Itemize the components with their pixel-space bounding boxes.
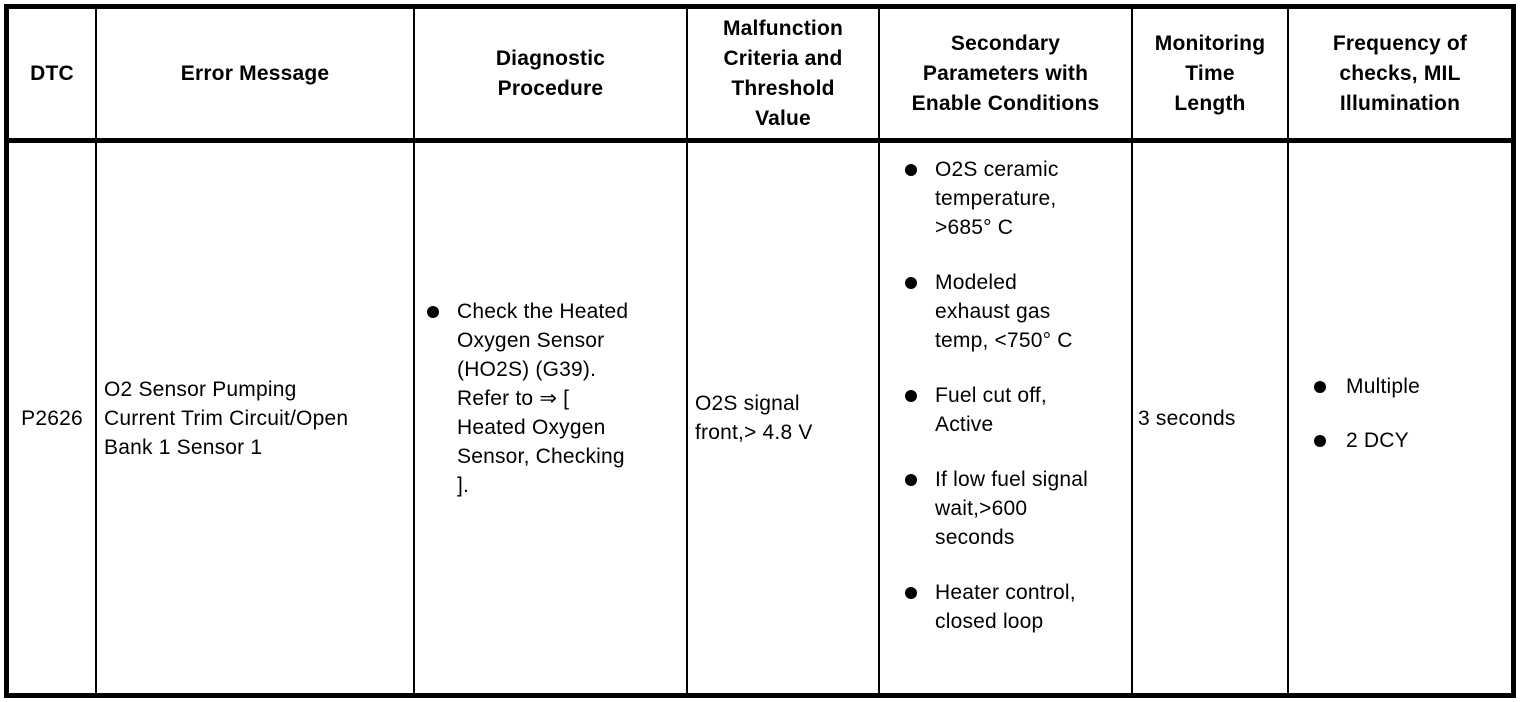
secondary-parameter-text: Modeled exhaust gas temp, <750° C — [935, 271, 1073, 352]
frequency-text: Multiple — [1346, 374, 1420, 398]
cell-frequency: Multiple 2 DCY — [1289, 143, 1511, 693]
header-label-diagnostic-procedure: Diagnostic Procedure — [495, 46, 606, 100]
list-item: Fuel cut off, Active — [905, 381, 1127, 439]
header-cell-monitoring-time: Monitoring Time Length — [1133, 9, 1289, 143]
bullet-icon — [905, 277, 917, 289]
error-message-text: O2 Sensor Pumping Current Trim Circuit/O… — [104, 377, 349, 459]
cell-secondary-parameters: O2S ceramic temperature, >685° C Modeled… — [880, 143, 1133, 693]
header-label-error-message: Error Message — [180, 61, 330, 85]
header-cell-diagnostic-procedure: Diagnostic Procedure — [415, 9, 688, 143]
frequency-text: 2 DCY — [1346, 428, 1409, 452]
cell-malfunction-criteria: O2S signal front,> 4.8 V — [688, 143, 880, 693]
diagnostic-procedure-text: Check the Heated Oxygen Sensor (HO2S) (G… — [457, 299, 629, 497]
header-cell-secondary-parameters: Secondary Parameters with Enable Conditi… — [880, 9, 1133, 143]
monitoring-time-text: 3 seconds — [1138, 406, 1236, 430]
dtc-code: P2626 — [21, 406, 83, 430]
secondary-parameter-text: O2S ceramic temperature, >685° C — [935, 158, 1059, 239]
header-cell-malfunction-criteria: Malfunction Criteria and Threshold Value — [688, 9, 880, 143]
bullet-icon — [905, 474, 917, 486]
secondary-parameters-list: O2S ceramic temperature, >685° C Modeled… — [905, 155, 1127, 636]
list-item: 2 DCY — [1314, 426, 1511, 455]
header-label-frequency: Frequency of checks, MIL Illumination — [1332, 31, 1468, 115]
header-label-malfunction-criteria: Malfunction Criteria and Threshold Value — [722, 16, 844, 130]
frequency-list: Multiple 2 DCY — [1314, 372, 1511, 455]
secondary-parameter-text: Fuel cut off, Active — [935, 384, 1047, 436]
secondary-parameter-text: Heater control, closed loop — [935, 581, 1076, 633]
bullet-icon — [1314, 380, 1326, 393]
cell-monitoring-time: 3 seconds — [1133, 143, 1289, 693]
cell-error-message: O2 Sensor Pumping Current Trim Circuit/O… — [97, 143, 415, 693]
list-item: If low fuel signal wait,>600 seconds — [905, 465, 1127, 552]
cell-dtc-code: P2626 — [9, 143, 97, 693]
list-item: Heater control, closed loop — [905, 578, 1127, 636]
header-label-monitoring-time: Monitoring Time Length — [1154, 31, 1266, 115]
header-cell-error-message: Error Message — [97, 9, 415, 143]
list-item: Check the Heated Oxygen Sensor (HO2S) (G… — [427, 297, 680, 500]
cell-diagnostic-procedure: Check the Heated Oxygen Sensor (HO2S) (G… — [415, 143, 688, 693]
list-item: O2S ceramic temperature, >685° C — [905, 155, 1127, 242]
list-item: Modeled exhaust gas temp, <750° C — [905, 268, 1127, 355]
bullet-icon — [905, 587, 917, 599]
bullet-icon — [1314, 434, 1326, 447]
header-label-secondary-parameters: Secondary Parameters with Enable Conditi… — [911, 31, 1100, 115]
list-item: Multiple — [1314, 372, 1511, 401]
dtc-table: DTC Error Message Diagnostic Procedure M… — [4, 4, 1516, 698]
header-label-dtc: DTC — [30, 61, 74, 85]
header-cell-frequency: Frequency of checks, MIL Illumination — [1289, 9, 1511, 143]
secondary-parameter-text: If low fuel signal wait,>600 seconds — [935, 468, 1089, 549]
malfunction-criteria-text: O2S signal front,> 4.8 V — [695, 392, 813, 444]
bullet-icon — [427, 305, 439, 318]
bullet-icon — [905, 164, 917, 176]
diagnostic-procedure-list: Check the Heated Oxygen Sensor (HO2S) (G… — [427, 297, 680, 500]
bullet-icon — [905, 390, 917, 402]
header-cell-dtc: DTC — [9, 9, 97, 143]
